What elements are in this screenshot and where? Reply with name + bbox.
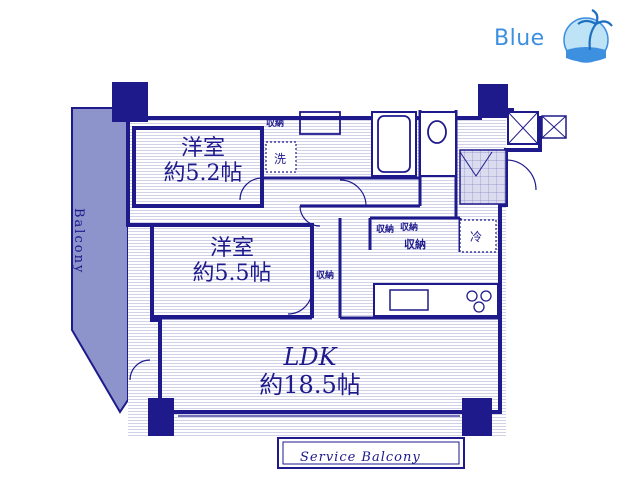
stove-burner xyxy=(466,290,478,302)
laundry-area xyxy=(265,141,297,173)
bath-area xyxy=(371,111,417,177)
ldk-size: 約18.5帖 xyxy=(259,370,361,399)
kitchen-counter xyxy=(373,283,499,317)
storage-label: 収納 xyxy=(400,223,419,233)
balcony-label: Balcony xyxy=(71,208,86,275)
brand-logo-text: Blue xyxy=(494,26,545,51)
fridge-label: 冷 xyxy=(470,230,483,244)
storage-label: 収納 xyxy=(404,238,426,251)
entrance-tiles xyxy=(459,149,507,205)
bathtub xyxy=(377,115,411,173)
bedroom-2-label: 洋室 約5.5帖 xyxy=(172,236,292,287)
door-swing xyxy=(129,359,151,381)
stove-burner xyxy=(480,290,492,302)
door-swing xyxy=(505,159,537,191)
ldk-floor xyxy=(152,318,500,410)
bedroom-2-size: 約5.5帖 xyxy=(192,261,272,287)
sink xyxy=(389,289,429,311)
pillar-top-left xyxy=(112,82,148,122)
bedroom-1-size: 約5.2帖 xyxy=(163,161,243,187)
door-swing xyxy=(287,289,313,315)
window xyxy=(178,411,460,417)
toilet-area xyxy=(419,111,457,177)
pillar-bottom-right xyxy=(462,398,492,436)
ldk-label: LDK 約18.5帖 xyxy=(240,343,380,399)
fridge-space xyxy=(459,219,497,253)
storage-label: 収納 xyxy=(316,271,335,281)
ldk-name: LDK xyxy=(283,343,337,371)
bedroom-2-name: 洋室 xyxy=(209,236,254,261)
stove-burner xyxy=(473,301,485,313)
storage-label: 収納 xyxy=(266,119,285,129)
palm-tree-sun-icon xyxy=(563,9,613,63)
pillar-top-right xyxy=(478,84,508,118)
bedroom-1-name: 洋室 xyxy=(180,136,225,161)
washbasin xyxy=(299,111,341,135)
laundry-label: 洗 xyxy=(274,152,287,166)
door-swing xyxy=(299,205,321,227)
bedroom-1-label: 洋室 約5.2帖 xyxy=(148,136,258,187)
storage-label: 収納 xyxy=(376,225,395,235)
toilet xyxy=(427,120,447,144)
door-swing xyxy=(239,177,263,201)
pillar-bottom-left xyxy=(148,398,174,436)
door-swing xyxy=(339,179,367,207)
service-balcony-label: Service Balcony xyxy=(300,450,421,465)
